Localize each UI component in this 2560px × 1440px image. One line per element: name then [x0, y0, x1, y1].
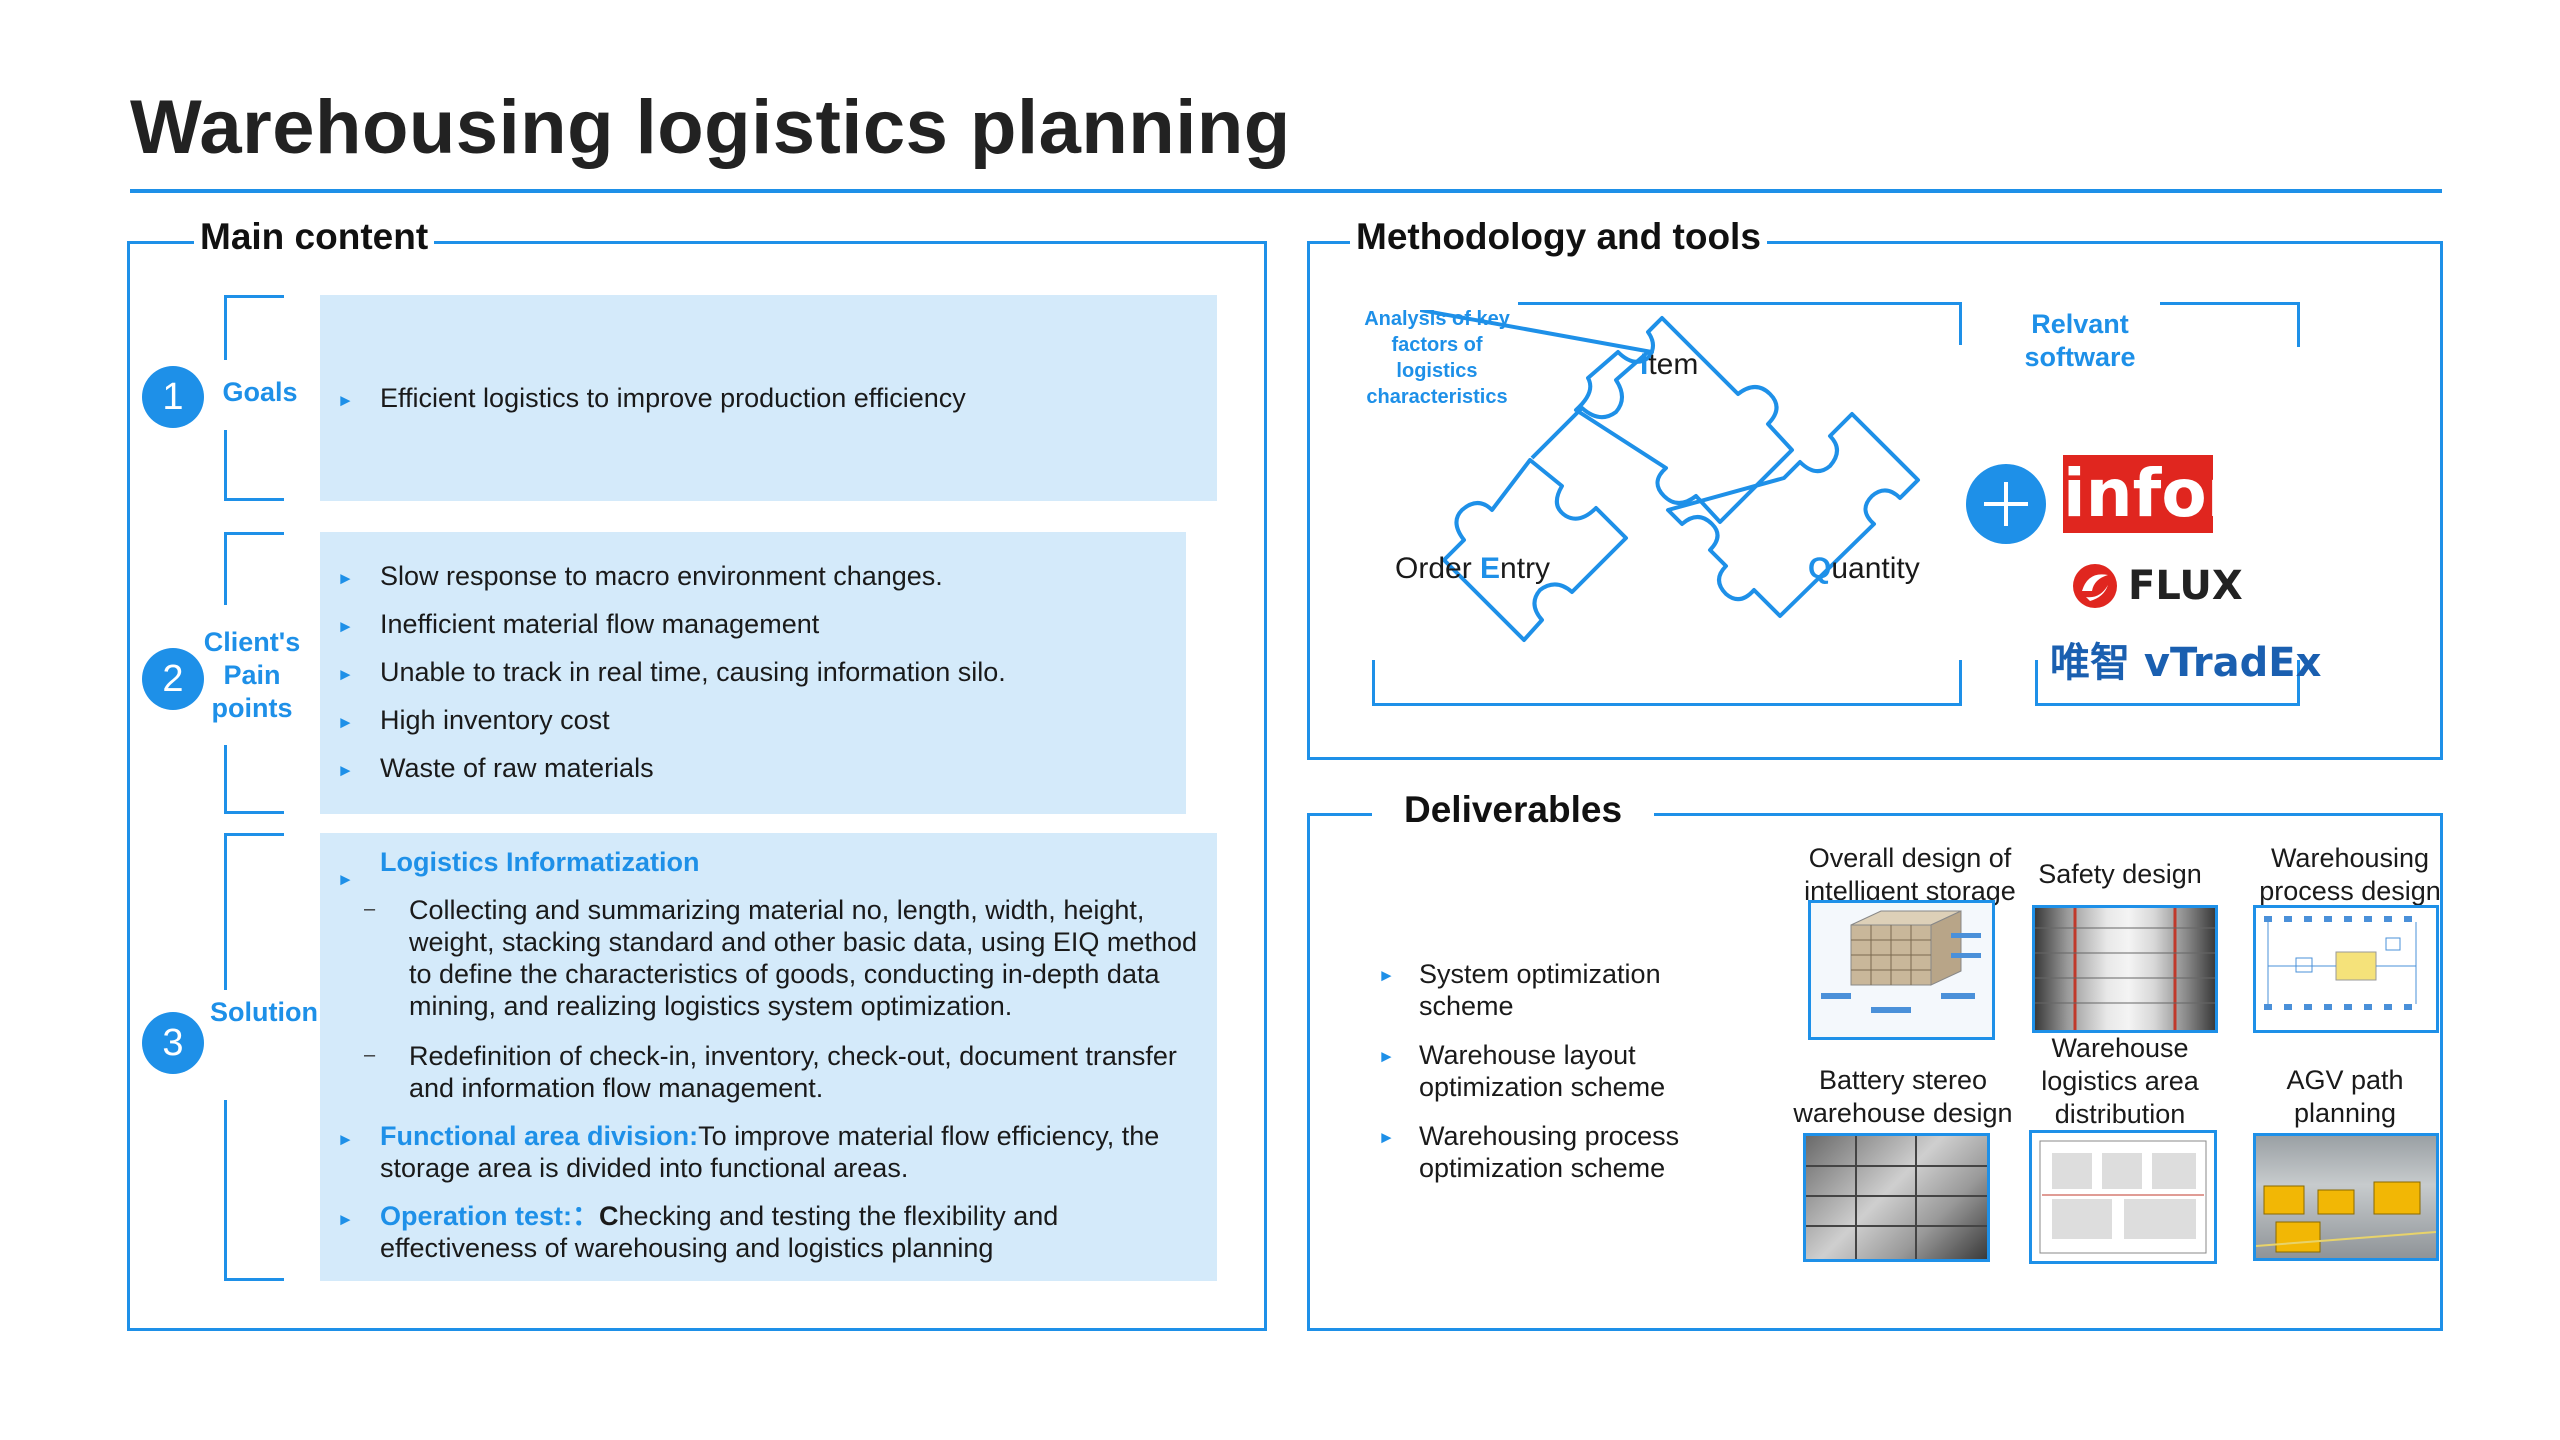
thumb-label-battery-warehouse: Battery stereo warehouse design — [1793, 1065, 2013, 1128]
goals-number-badge: 1 — [142, 366, 204, 428]
functional-area-item: Functional area division:To improve mate… — [380, 1121, 1160, 1183]
bullet-icon: ► — [337, 391, 354, 410]
thumb-label-safety-design: Safety design — [2038, 859, 2202, 889]
analysis-bracket — [1518, 302, 1962, 345]
bullet-icon: ► — [337, 617, 354, 636]
goals-label: Goals — [222, 377, 298, 407]
list-item: ►Warehouse layout optimization scheme — [1378, 1040, 1666, 1102]
goals-item: Efficient logistics to improve productio… — [380, 383, 966, 413]
bullet-icon: ► — [1378, 1128, 1395, 1147]
page-title: Warehousing logistics planning — [130, 85, 1291, 170]
bullet-icon: ► — [337, 713, 354, 732]
software-bracket — [2160, 302, 2300, 347]
puzzle-diagram — [1420, 310, 1920, 642]
puzzle-piece-order-entry — [1420, 310, 1654, 642]
logistics-info-sub2: Redefinition of check-in, inventory, che… — [409, 1041, 1177, 1103]
bullet-icon: ► — [337, 1210, 354, 1229]
analysis-label: Analysis of key factors of logistics cha… — [1364, 308, 1510, 408]
plus-icon — [1966, 464, 2046, 544]
solution-label: Solution — [210, 997, 318, 1027]
area-distribution-image — [2029, 1130, 2217, 1264]
deliverables-panel — [1307, 813, 2443, 1331]
pain-points-label: Client's Pain points — [203, 627, 301, 723]
infor-logo: infor — [2063, 455, 2240, 533]
intelligent-storage-image — [1808, 900, 1995, 1040]
deliverables-list: ►System optimization scheme ►Warehouse l… — [1378, 958, 1718, 1201]
bullet-icon: ► — [1378, 966, 1395, 985]
operation-test-item: Operation test:：Checking and testing the… — [380, 1201, 1059, 1263]
safety-design-image — [2032, 905, 2218, 1033]
puzzle-label-item: Item — [1640, 348, 1699, 381]
dash-icon: – — [364, 1044, 376, 1066]
thumb-label-intelligent-storage: Overall design of intelligent storage — [1804, 843, 2016, 906]
bullet-icon: ► — [337, 665, 354, 684]
goals-box — [320, 295, 1217, 501]
methodology-panel — [1307, 241, 2443, 760]
dash-icon: – — [364, 898, 376, 920]
bullet-icon: ► — [337, 569, 354, 588]
pain-points-box — [320, 532, 1186, 814]
logistics-informatization-heading: Logistics Informatization — [380, 847, 700, 877]
agv-path-image — [2253, 1133, 2439, 1261]
bullet-icon: ► — [1378, 1047, 1395, 1066]
main-content-title: Main content — [194, 216, 435, 258]
title-divider — [130, 189, 2442, 193]
puzzle-label-order-entry: Order Entry — [1395, 552, 1551, 585]
list-item: ►Warehousing process optimization scheme — [1378, 1121, 1680, 1183]
bullet-icon: ► — [337, 761, 354, 780]
battery-warehouse-image — [1803, 1133, 1990, 1262]
main-content-panel — [127, 241, 1267, 1331]
pain-points-number-badge: 2 — [142, 648, 204, 710]
puzzle-label-quantity: Quantity — [1808, 552, 1920, 585]
flux-mark-icon — [2073, 564, 2117, 608]
vtradex-logo: 唯智 vTradEx — [2050, 640, 2322, 686]
thumb-label-agv-path: AGV path planning — [2286, 1065, 2404, 1128]
warehousing-process-image — [2253, 905, 2439, 1033]
logistics-info-sub1: Collecting and summarizing material no, … — [409, 895, 1197, 1021]
deliverables-title: Deliverables — [1372, 789, 1655, 831]
flux-logo: FLUX — [2070, 560, 2243, 612]
list-item: ►System optimization scheme — [1378, 959, 1661, 1021]
thumb-label-warehousing-process: Warehousing process design — [2259, 843, 2441, 906]
methodology-title: Methodology and tools — [1350, 216, 1767, 258]
solution-number-badge: 3 — [142, 1012, 204, 1074]
puzzle-piece-quantity — [1666, 412, 1920, 618]
thumb-label-area-distribution: Warehouse logistics area distribution — [2041, 1033, 2199, 1129]
software-label: Relvant software — [2024, 309, 2136, 372]
bullet-icon: ► — [337, 1130, 354, 1149]
bullet-icon: ► — [337, 870, 354, 889]
solution-box — [320, 833, 1217, 1281]
puzzle-piece-item — [1574, 316, 1794, 524]
